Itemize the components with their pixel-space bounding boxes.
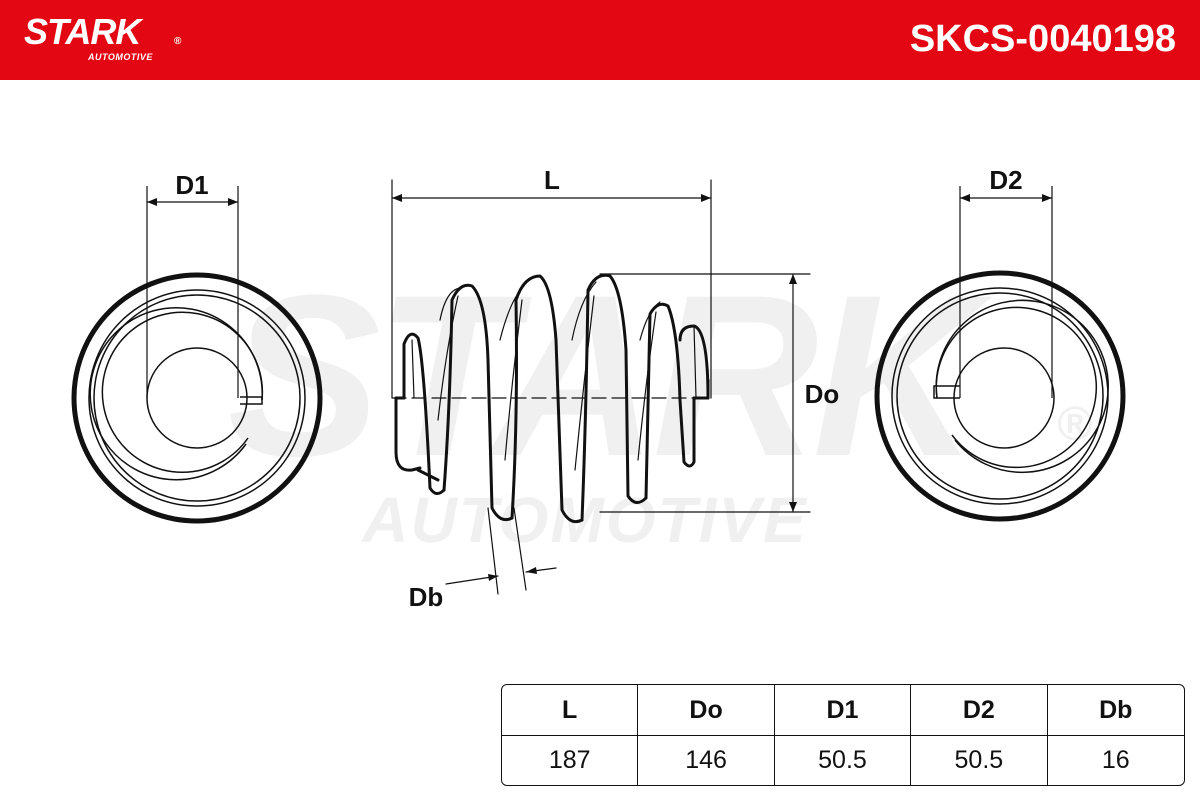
spec-value-d2: 50.5 xyxy=(911,736,1048,785)
logo-registered-mark: ® xyxy=(174,36,182,47)
right-end-view xyxy=(874,186,1126,522)
spec-value-db: 16 xyxy=(1101,746,1130,774)
label-d1: D1 xyxy=(175,170,208,200)
spec-header-d2: D2 xyxy=(911,685,1048,736)
watermark: STARK AUTOMOTIVE ® xyxy=(227,247,1092,556)
spec-header-d1: D1 xyxy=(774,685,912,736)
left-end-view xyxy=(71,186,323,524)
spring-technical-drawing: STARK AUTOMOTIVE ® D1 D2 xyxy=(71,165,1126,612)
spec-header-l: L xyxy=(502,685,639,736)
label-db: Db xyxy=(409,582,444,612)
brand-header: STARK ® AUTOMOTIVE SKCS-0040198 xyxy=(0,0,1200,80)
label-d2: D2 xyxy=(989,165,1022,195)
spec-header-do: Do xyxy=(638,685,775,736)
spec-value-row: 187 146 50.5 50.5 16 xyxy=(502,736,1184,785)
spec-header-row: L Do D1 D2 Db xyxy=(502,685,1184,736)
spec-table: L Do D1 D2 Db 187 146 50.5 50.5 16 xyxy=(501,684,1185,786)
spec-value-l: 187 xyxy=(502,736,639,785)
logo-brand: STARK xyxy=(24,11,141,52)
spring-side-view xyxy=(391,179,811,595)
watermark-brand: STARK xyxy=(227,247,993,504)
stark-logo: STARK ® AUTOMOTIVE xyxy=(24,11,181,63)
logo-subtitle: AUTOMOTIVE xyxy=(88,52,153,62)
spec-header-db: Db xyxy=(1047,685,1184,736)
label-l: L xyxy=(544,165,560,195)
label-do: Do xyxy=(805,379,840,409)
part-number: SKCS-0040198 xyxy=(909,18,1176,60)
spec-value-do: 146 xyxy=(638,736,775,785)
spec-value-d1: 50.5 xyxy=(775,736,912,785)
